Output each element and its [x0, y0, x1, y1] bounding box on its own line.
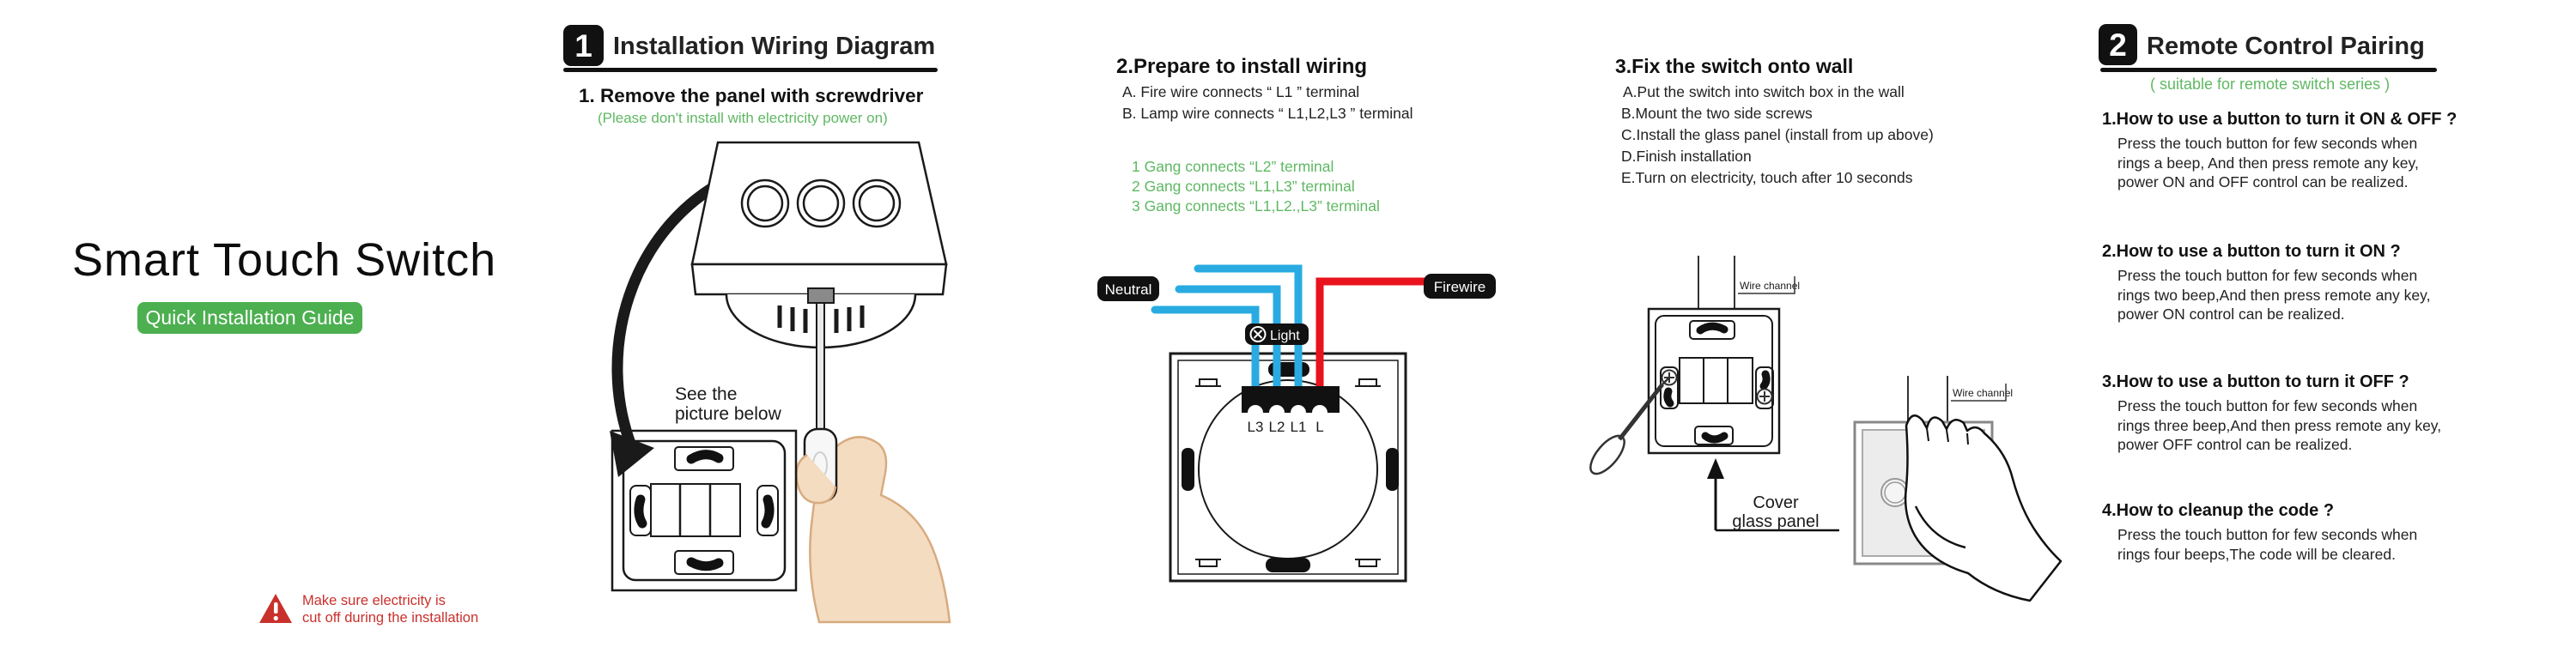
wiring-diagram-illustration: L3 L2 L1 L Neutral Firewire Light [1097, 264, 1496, 583]
bottom-keyhole [1266, 558, 1310, 572]
section1-number-badge: 1 [563, 25, 604, 66]
pairing-a4: Press the touch button for few seconds w… [2117, 526, 2418, 563]
fix-step-d: D.Finish installation [1621, 148, 1752, 165]
warning-text: Make sure electricity is cut off during … [302, 593, 479, 626]
pairing-a2: Press the touch button for few seconds w… [2117, 267, 2431, 323]
section1-title: Installation Wiring Diagram [613, 33, 936, 60]
box-keyholes-and-screws [1661, 322, 1773, 444]
screwdriver-shaft [816, 302, 825, 432]
fix-step-c: C.Install the glass panel (install from … [1621, 126, 1934, 143]
terminal-block [1242, 386, 1340, 420]
plate-keyholes [634, 450, 775, 571]
fire-wire [1315, 277, 1478, 406]
section3-title: 3.Fix the switch onto wall [1615, 55, 1854, 77]
wire-note-a: A. Fire wire connects “ L1 ” terminal [1122, 83, 1360, 100]
see-picture-note-line2: picture below [675, 404, 782, 424]
svg-text:L3: L3 [1248, 419, 1264, 435]
wire-note-b: B. Lamp wire connects “ L1,L2,L3 ” termi… [1122, 105, 1413, 122]
pairing-q4: 4.How to cleanup the code ? [2102, 501, 2335, 520]
arrow-down-curve [611, 175, 729, 450]
svg-text:Light: Light [1270, 329, 1300, 343]
fix-step-e: E.Turn on electricity, touch after 10 se… [1621, 169, 1913, 186]
gang-note-2: 2 Gang connects “L1,L3” terminal [1132, 178, 1355, 195]
section4-title: Remote Control Pairing [2147, 33, 2425, 60]
svg-text:L1: L1 [1291, 419, 1307, 435]
svg-text:Neutral: Neutral [1105, 281, 1152, 298]
gang-note-3: 3 Gang connects “L1,L2.,L3” terminal [1132, 197, 1380, 215]
mounting-plate [611, 429, 798, 592]
svg-text:Firewire: Firewire [1434, 279, 1485, 295]
svg-text:L: L [1315, 419, 1323, 435]
wall-wires [1698, 256, 1735, 309]
section4-number-badge: 2 [2099, 24, 2137, 65]
screwdriver-icon [1589, 378, 1669, 475]
hand-holding-panel [1904, 414, 2063, 602]
see-picture-note-line1: See the [675, 384, 737, 404]
cover-glass-panel-line1: Cover [1753, 493, 1799, 512]
neutral-wire-label: Neutral [1097, 276, 1159, 301]
mounting-illustration: Wire channel [1589, 256, 2063, 602]
guide-badge: Quick Installation Guide [137, 302, 362, 334]
svg-text:L2: L2 [1269, 419, 1285, 435]
left-keyhole [1182, 448, 1194, 491]
corner-marks [1195, 378, 1381, 567]
light-label: Light [1245, 323, 1309, 345]
wire-channel-label-2: Wire channel [1953, 387, 2013, 399]
terminal-labels: L3 L2 L1 L [1248, 419, 1324, 435]
light-icon [1249, 326, 1267, 342]
firewire-label: Firewire [1424, 274, 1496, 299]
cover-glass-panel-line2: glass panel [1732, 512, 1819, 531]
warning-note: Make sure electricity is cut off during … [258, 592, 478, 626]
vent-slots [777, 305, 865, 333]
wall-wires-2 [1907, 376, 1948, 426]
right-keyhole [1386, 448, 1399, 491]
fix-step-a: A.Put the switch into switch box in the … [1623, 83, 1905, 100]
pairing-q1: 1.How to use a button to turn it ON & OF… [2102, 110, 2458, 129]
panel-removal-illustration: See the picture below [610, 141, 951, 624]
wire-channel-label-1: Wire channel [1740, 280, 1800, 292]
section2-title: 2.Prepare to install wiring [1116, 55, 1368, 78]
step1-note: (Please don't install with electricity p… [598, 110, 888, 126]
warning-triangle-icon [259, 594, 292, 623]
panel-clip [807, 287, 835, 304]
pairing-q3: 3.How to use a button to turn it OFF ? [2102, 372, 2409, 391]
pairing-q2: 2.How to use a button to turn it ON ? [2102, 242, 2401, 261]
up-arrow [1707, 458, 1724, 479]
section1-underline [563, 68, 938, 72]
section4-underline [2100, 68, 2437, 72]
section4-subtitle: ( suitable for remote switch series ) [2150, 76, 2391, 93]
neutral-wires [1151, 264, 1303, 406]
arrowhead [610, 431, 654, 477]
product-title: Smart Touch Switch [72, 234, 497, 286]
step1-title: 1. Remove the panel with screwdriver [579, 85, 924, 106]
fix-step-b: B.Mount the two side screws [1621, 105, 1813, 122]
hand [809, 436, 951, 624]
thumb [795, 453, 837, 505]
gang-note-1: 1 Gang connects “L2” terminal [1132, 158, 1334, 175]
pairing-a3: Press the touch button for few seconds w… [2117, 397, 2442, 453]
pairing-a1: Press the touch button for few seconds w… [2117, 135, 2419, 190]
